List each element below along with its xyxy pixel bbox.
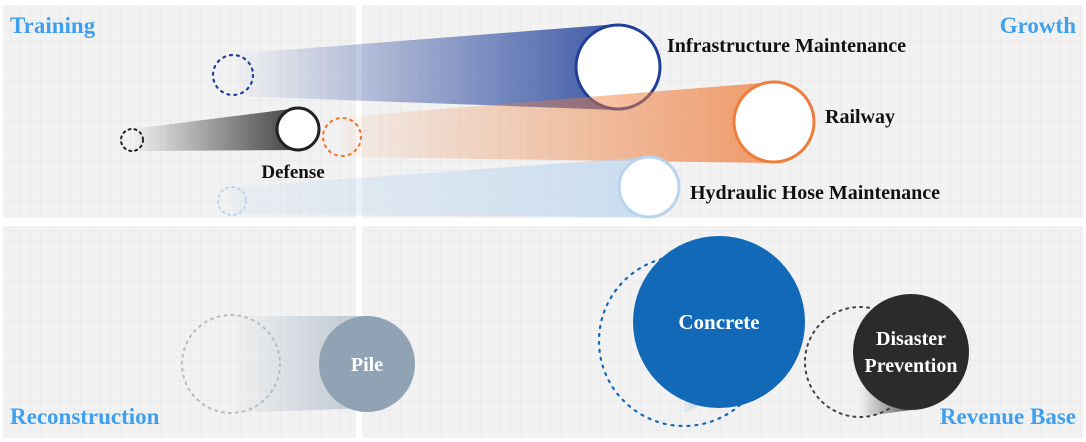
disaster-circle <box>853 294 969 410</box>
defense-label: Defense <box>261 162 324 183</box>
quadrant-label-growth: Growth <box>1000 13 1076 38</box>
railway-trail <box>342 82 774 163</box>
bubble-railway: Railway <box>321 80 895 164</box>
defense-circle <box>275 106 321 152</box>
bubble-disaster-prevention: Disaster Prevention <box>804 294 969 418</box>
railway-label: Railway <box>825 106 895 128</box>
bubble-defense: Defense <box>120 106 325 183</box>
bubble-concrete: Concrete <box>597 236 805 428</box>
railway-circle <box>732 80 816 164</box>
concrete-label: Concrete <box>678 310 759 334</box>
infrastructure-trail <box>233 24 618 110</box>
defense-trail <box>132 108 298 151</box>
railway-origin-circle <box>321 116 363 158</box>
hydraulic-trail <box>232 157 649 217</box>
quadrant-label-reconstruction: Reconstruction <box>10 404 160 429</box>
infrastructure-origin-circle <box>211 53 255 97</box>
quadrant-label-revenue-base: Revenue Base <box>940 404 1076 429</box>
defense-origin-circle <box>120 128 144 152</box>
quadrant-label-training: Training <box>10 13 96 38</box>
infrastructure-label: Infrastructure Maintenance <box>667 35 906 57</box>
pile-origin-circle <box>181 314 281 414</box>
disaster-label-line2: Prevention <box>865 355 958 377</box>
hydraulic-circle <box>617 155 681 219</box>
bubble-pile: Pile <box>181 314 415 414</box>
hydraulic-origin-circle <box>217 186 247 216</box>
pile-label: Pile <box>351 354 383 376</box>
hydraulic-label: Hydraulic Hose Maintenance <box>690 182 940 204</box>
concrete-circle <box>633 236 805 408</box>
pile-circle <box>319 316 415 412</box>
bubble-hydraulic-hose-maintenance: Hydraulic Hose Maintenance <box>217 155 940 219</box>
disaster-label-line1: Disaster <box>876 328 946 350</box>
bubble-infrastructure-maintenance: Infrastructure Maintenance <box>211 23 906 111</box>
